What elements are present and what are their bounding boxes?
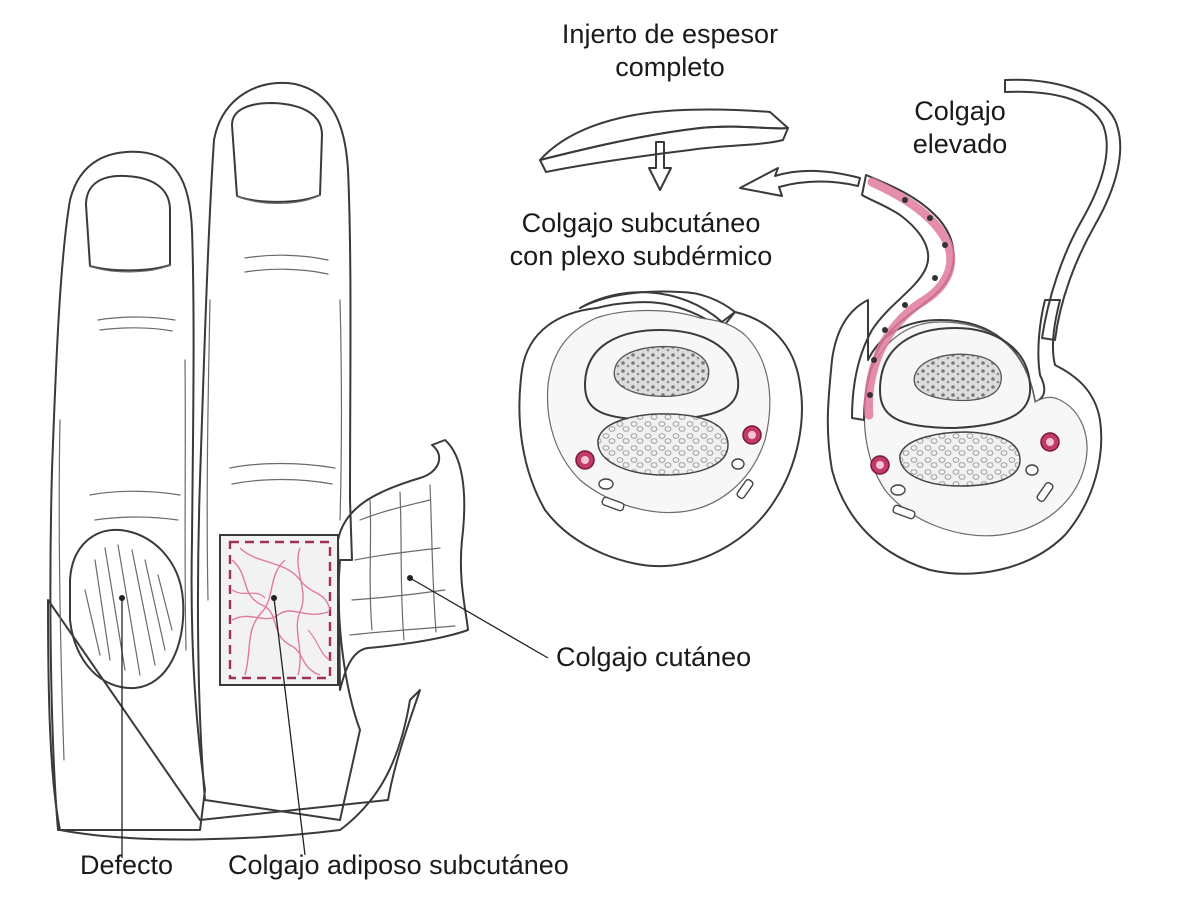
label-injerto-line2: completo	[615, 52, 725, 82]
label-colgajo-elevado: Colgajo elevado	[890, 95, 1030, 161]
label-colgajo-adiposo: Colgajo adiposo subcutáneo	[228, 850, 569, 880]
cross-section-left	[518, 290, 803, 568]
leader-adiposo	[273, 597, 306, 856]
hand-drawing	[47, 81, 469, 841]
label-defecto: Defecto	[80, 850, 174, 880]
label-colgajo-subcutaneo-plexo: Colgajo subcutáneo con plexo subdérmico	[488, 207, 794, 273]
cutaneous-flap	[337, 439, 469, 691]
label-colgajo-subcutaneo-line1: Colgajo subcutáneo	[521, 208, 761, 238]
fingernail-left	[85, 174, 171, 272]
graft-down-arrow	[648, 141, 672, 191]
defect-wound	[69, 528, 185, 690]
full-thickness-graft	[539, 108, 789, 191]
fingernail-middle	[231, 102, 323, 203]
leader-cutaneo	[409, 577, 549, 659]
label-colgajo-subcutaneo-line2: con plexo subdérmico	[509, 241, 773, 271]
label-injerto: Injerto de espesor completo	[540, 18, 800, 84]
label-colgajo-elevado-line1: Colgajo	[914, 96, 1006, 126]
finger-left	[49, 150, 206, 831]
adipose-flap	[219, 534, 339, 686]
label-colgajo-elevado-line2: elevado	[912, 129, 1008, 159]
hand-base	[47, 599, 421, 841]
label-colgajo-cutaneo: Colgajo cutáneo	[556, 642, 752, 672]
finger-middle	[196, 81, 361, 821]
curved-arrow	[739, 167, 861, 197]
label-injerto-line1: Injerto de espesor	[561, 19, 779, 49]
cross-section-right	[826, 78, 1122, 575]
